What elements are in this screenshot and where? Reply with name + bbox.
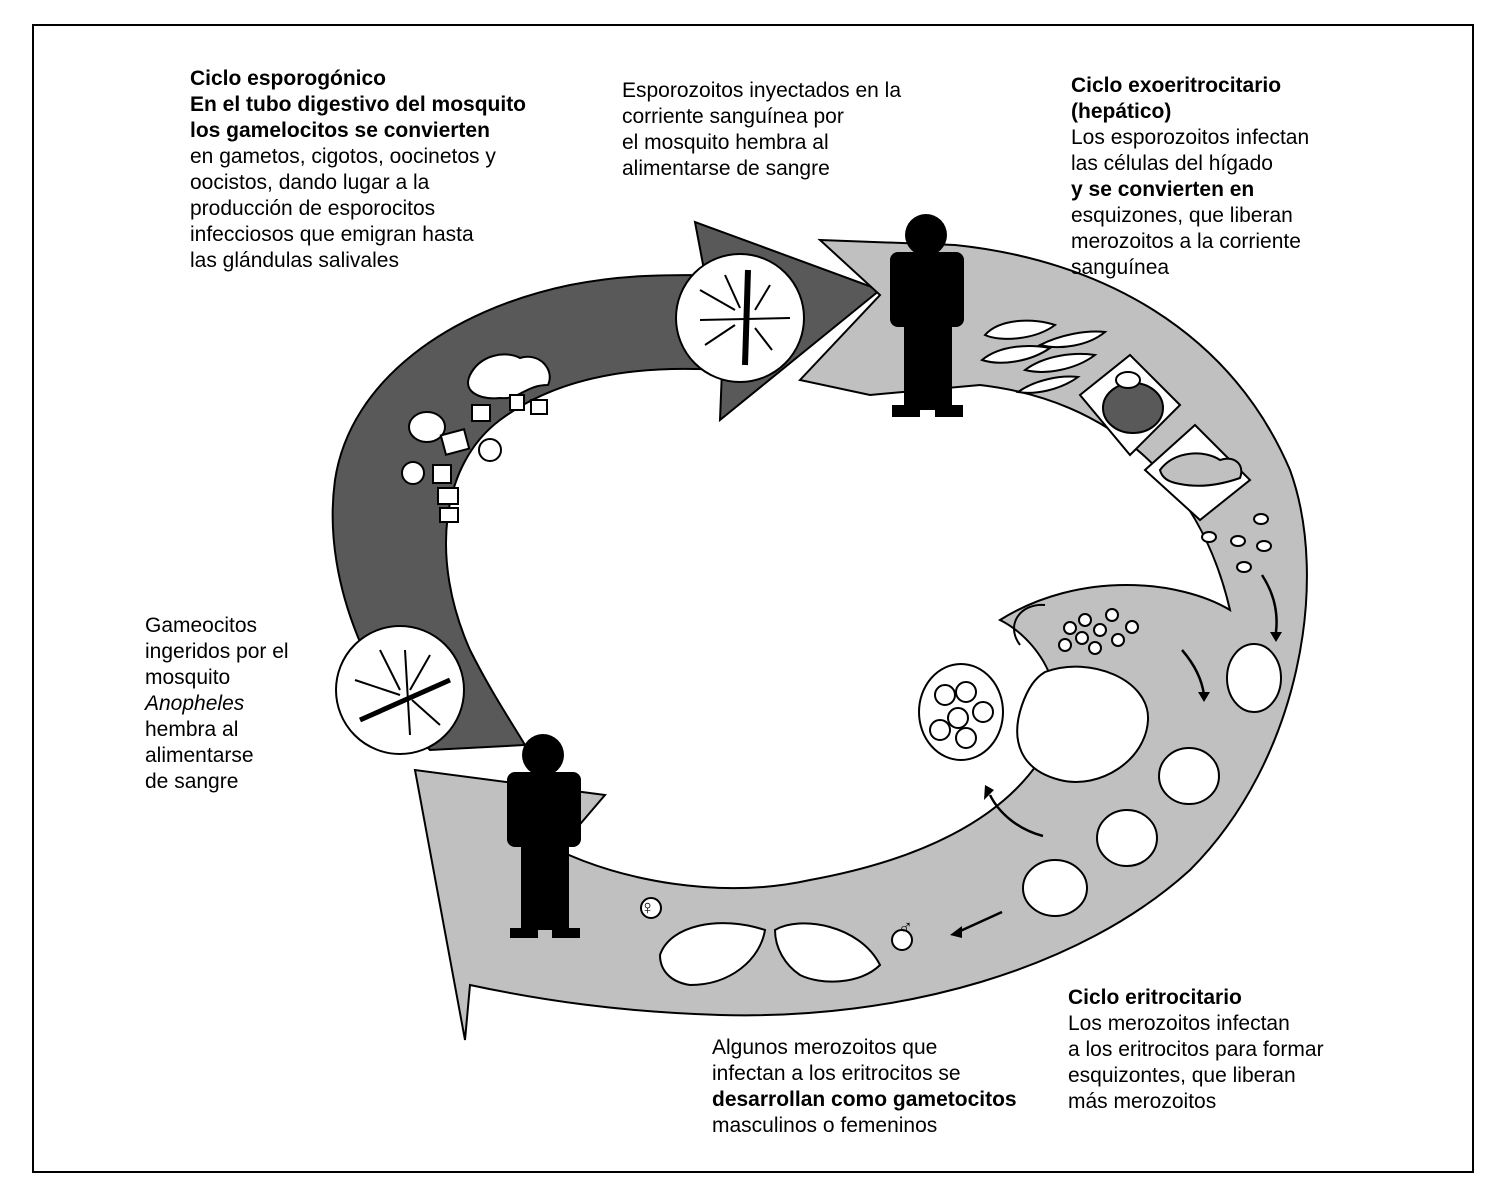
- erythrocytic-text: Ciclo eritrocitario Los merozoitos infec…: [1068, 985, 1324, 1115]
- exoerythrocytic-line: esquizones, que liberan: [1071, 204, 1293, 227]
- exoerythrocytic-line: Los esporozoitos infectan: [1071, 126, 1310, 149]
- sporogonic-line: oocistos, dando lugar a la: [190, 171, 430, 194]
- gametocytes-text: Algunos merozoitos que infectan a los er…: [712, 1035, 1017, 1139]
- sporogonic-line: En el tubo digestivo del mosquito: [190, 93, 527, 116]
- erythrocytic-line: esquizontes, que liberan: [1068, 1064, 1296, 1087]
- mosquito-icon-left: [335, 625, 465, 755]
- erythrocytic-title: Ciclo eritrocitario: [1068, 986, 1242, 1009]
- sporogonic-text: Ciclo esporogónico En el tubo digestivo …: [190, 66, 526, 274]
- ingestion-line: hembra al: [145, 718, 239, 741]
- large-erythrocyte: [1016, 665, 1150, 783]
- sporogonic-line: los gamelocitos se convierten: [190, 119, 490, 142]
- diagram-frame: [32, 24, 1474, 1173]
- erythrocytic-line: a los eritrocitos para formar: [1068, 1038, 1324, 1061]
- gametocyte-cells: [640, 897, 913, 987]
- human-icon-bottom: [507, 734, 581, 938]
- exoerythrocytic-title: (hepático): [1071, 100, 1172, 123]
- sporogonic-line: en gametos, cigotos, oocinetos y: [190, 145, 496, 168]
- oocyst-stages: [401, 353, 551, 523]
- gametocytes-line: masculinos o femeninos: [712, 1114, 938, 1137]
- exoerythrocytic-line: las células del hígado: [1071, 152, 1273, 175]
- exoerythrocytic-title: Ciclo exoeritrocitario: [1071, 74, 1282, 97]
- sporogonic-line: producción de esporocitos: [190, 197, 436, 220]
- gametocytes-line: Algunos merozoitos que: [712, 1036, 938, 1059]
- mosquito-icon-top: [675, 253, 805, 383]
- female-symbol: ♀: [640, 897, 655, 919]
- injection-text: Esporozoitos inyectados en la corriente …: [622, 78, 901, 182]
- sporogonic-title: Ciclo esporogónico: [190, 67, 387, 90]
- exoerythrocytic-line: y se convierten en: [1071, 178, 1255, 201]
- sporogonic-line: las glándulas salivales: [190, 249, 399, 272]
- ingestion-line: de sangre: [145, 770, 239, 793]
- gametocytes-line: infectan a los eritrocitos se: [712, 1062, 961, 1085]
- sporozoites: [979, 319, 1108, 394]
- injection-line: alimentarse de sangre: [622, 157, 830, 180]
- ingestion-species: Anopheles: [145, 692, 245, 715]
- exoerythrocytic-text: Ciclo exoeritrocitario (hepático) Los es…: [1071, 73, 1309, 281]
- schizont-merozoites: [929, 608, 1139, 749]
- ingestion-line: Gameocitos: [145, 614, 258, 637]
- ingestion-line: alimentarse: [145, 744, 254, 767]
- injection-line: corriente sanguínea por: [622, 105, 844, 128]
- merozoites: [1201, 513, 1272, 573]
- liver-cells: [1078, 353, 1252, 522]
- injection-line: el mosquito hembra al: [622, 131, 829, 154]
- male-symbol: ♂: [898, 917, 913, 939]
- flow-arrows: [957, 574, 1278, 934]
- ingestion-line: mosquito: [145, 666, 231, 689]
- arrowheads: [950, 632, 1282, 938]
- sporogonic-line: infecciosos que emigran hasta: [190, 223, 474, 246]
- erythrocytic-line: más merozoitos: [1068, 1090, 1217, 1113]
- gametocytes-line: desarrollan como gametocitos: [712, 1088, 1017, 1111]
- exoerythrocytic-line: merozoitos a la corriente: [1071, 230, 1301, 253]
- ingestion-text: Gameocitos ingeridos por el mosquito Ano…: [145, 613, 289, 795]
- injection-line: Esporozoitos inyectados en la: [622, 79, 901, 102]
- exoerythrocytic-line: sanguínea: [1071, 256, 1170, 279]
- ingestion-line: ingeridos por el: [145, 640, 289, 663]
- erythrocytic-line: Los merozoitos infectan: [1068, 1012, 1290, 1035]
- human-icon-top: [890, 214, 964, 417]
